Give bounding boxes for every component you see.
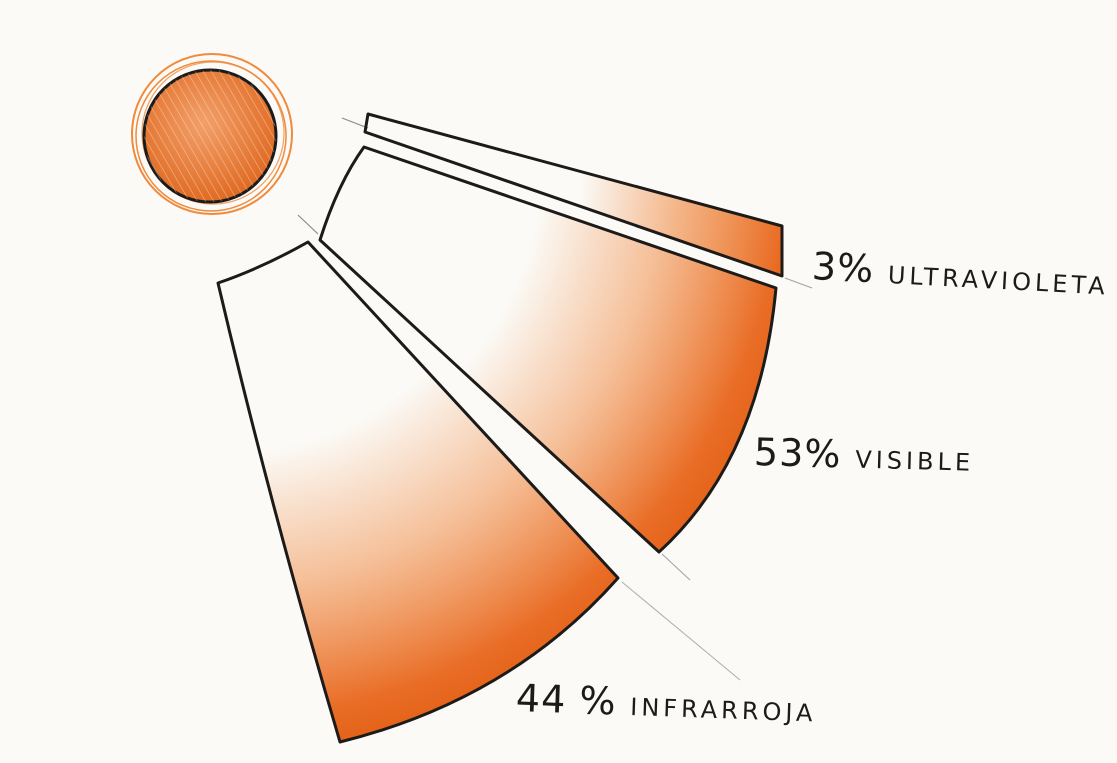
infrared-percent: 44 %: [515, 676, 617, 723]
ultraviolet-percent: 3%: [811, 244, 876, 291]
infrared-name: INFRARROJA: [630, 693, 817, 727]
sun-icon: [132, 54, 292, 214]
visible-percent: 53%: [753, 430, 842, 476]
visible-label: 53% VISIBLE: [753, 430, 974, 480]
visible-name: VISIBLE: [855, 446, 975, 477]
